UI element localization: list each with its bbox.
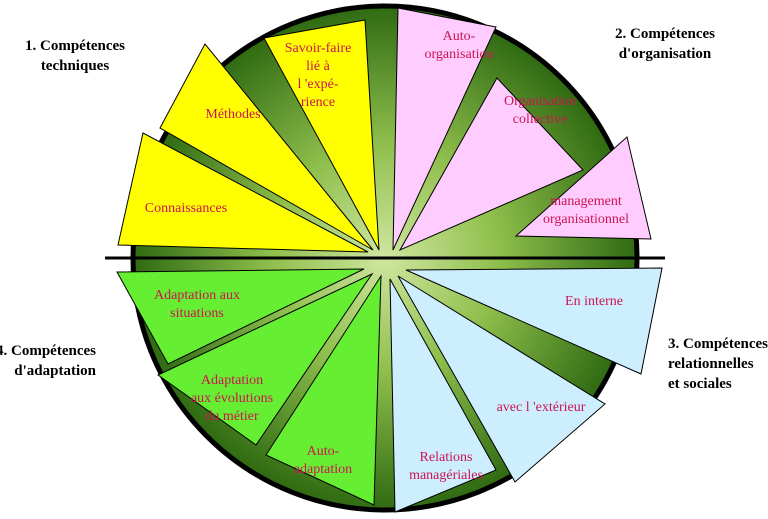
segment-connaissances: Connaissances xyxy=(117,132,369,253)
category-title-line: d'organisation xyxy=(618,46,712,62)
segment-label-line: Organisation xyxy=(504,94,576,109)
segment-label: Auto-adaptation xyxy=(294,444,352,477)
segment-label-line: lié à xyxy=(306,59,330,74)
segment-label-line: l 'expé- xyxy=(297,77,338,92)
segment-label-line: Adaptation xyxy=(201,373,263,388)
segment-label-line: Auto- xyxy=(443,29,476,44)
segment-shape xyxy=(405,267,663,375)
segment-shape xyxy=(389,278,497,513)
segment-label-line: Méthodes xyxy=(205,107,260,122)
category-technique-title: 1. Compétences techniques xyxy=(25,36,125,76)
segment-shape xyxy=(397,275,606,483)
segment-label-line: managériales xyxy=(409,468,483,483)
segment-management-organisationnel: management organisationnel xyxy=(514,136,652,240)
segment-adaptation-evolutions: Adaptation aux évolutions du métier xyxy=(157,272,374,446)
segment-en-interne: En interne xyxy=(405,267,663,375)
category-title-line: 2. Compétences xyxy=(615,26,715,42)
segment-organisation-collective: Organisation collective xyxy=(398,77,584,252)
category-title-line: relationnelles xyxy=(668,356,754,372)
segment-label: management organisationnel xyxy=(543,194,629,227)
segment-shape xyxy=(514,136,652,240)
segment-methodes: Méthodes xyxy=(159,43,374,251)
category-relation-title: 3. Compétences relationnelles et sociale… xyxy=(668,334,768,394)
segment-label-line: aux évolutions xyxy=(191,391,273,406)
segment-shape xyxy=(157,272,374,446)
segment-label: Relations managériales xyxy=(409,450,483,483)
segment-savoir-faire: Savoir-faire lié à l 'expé-rience xyxy=(263,19,380,251)
segment-adaptation-situations: Adaptation aux situations xyxy=(116,268,365,365)
segment-shape xyxy=(116,268,365,365)
segment-label-line: rience xyxy=(301,95,335,110)
segment-label: Adaptation aux évolutions du métier xyxy=(191,373,273,424)
category-title-line: 3. Compétences xyxy=(668,336,768,352)
segment-shape xyxy=(265,274,382,506)
segment-label-line: organisationnel xyxy=(543,212,629,227)
category-adaptation-title: 4. Compétences d'adaptation xyxy=(0,341,96,381)
segment-label: Auto-organisation xyxy=(425,29,494,62)
segment-avec-exterieur: avec l 'extérieur xyxy=(397,275,606,483)
segment-label: En interne xyxy=(565,294,623,309)
category-title-line: 4. Compétences xyxy=(0,343,96,359)
segment-label: avec l 'extérieur xyxy=(497,400,586,415)
segment-label: Organisation collective xyxy=(504,94,576,127)
segment-shape xyxy=(117,132,369,253)
segment-shape xyxy=(263,19,380,251)
category-organisation-title: 2. Compétences d'organisation xyxy=(615,24,715,64)
segment-label-line: Connaissances xyxy=(145,201,227,216)
segment-label-line: organisation xyxy=(425,47,494,62)
segment-label-line: situations xyxy=(170,306,224,321)
segment-auto-adaptation: Auto-adaptation xyxy=(265,274,382,506)
segment-shape xyxy=(392,7,497,251)
segment-label: Méthodes xyxy=(205,107,260,122)
category-title-line: d'adaptation xyxy=(14,363,96,379)
segment-label: Adaptation aux situations xyxy=(154,288,240,321)
segment-label-line: Adaptation aux xyxy=(154,288,240,303)
segment-label-line: adaptation xyxy=(294,462,352,477)
segment-label-line: Auto- xyxy=(307,444,340,459)
segment-label: Connaissances xyxy=(145,201,227,216)
segment-label-line: En interne xyxy=(565,294,623,309)
segment-label-line: Relations xyxy=(420,450,473,465)
segment-shape xyxy=(398,77,584,252)
segment-relations-manageriales: Relations managériales xyxy=(389,278,497,513)
category-title-line: techniques xyxy=(40,58,110,74)
segment-auto-organisation: Auto-organisation xyxy=(392,7,497,251)
segment-label-line: du métier xyxy=(205,409,259,424)
segment-label-line: Savoir-faire xyxy=(285,41,352,56)
category-title-line: 1. Compétences xyxy=(25,38,125,54)
category-title-line: et sociales xyxy=(668,376,732,392)
segment-label: Savoir-faire lié à l 'expé-rience xyxy=(285,41,352,110)
segment-shape xyxy=(159,43,374,251)
segment-label-line: collective xyxy=(513,112,567,127)
segment-label-line: avec l 'extérieur xyxy=(497,400,586,415)
segment-label-line: management xyxy=(550,194,622,209)
